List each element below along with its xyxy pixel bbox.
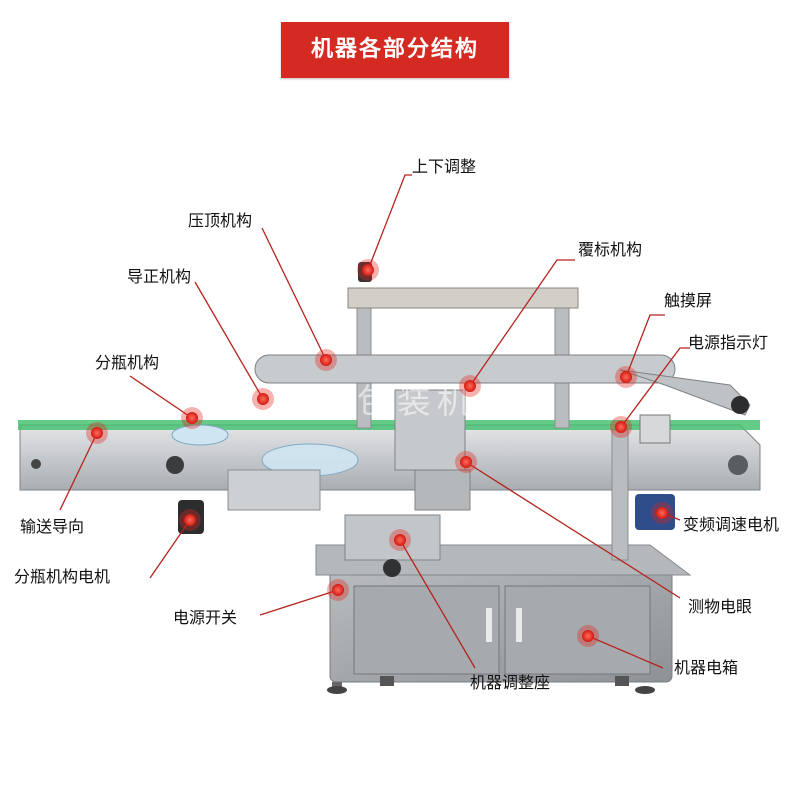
- marker-separator: [181, 407, 203, 429]
- label-up-down-adjust: 上下调整: [412, 157, 476, 176]
- label-object-sensor: 测物电眼: [688, 597, 752, 616]
- marker-conveyor: [86, 422, 108, 444]
- top-plate: [347, 287, 579, 309]
- marker-vfd: [651, 502, 673, 524]
- leader-top-press: [261, 227, 327, 361]
- leader-indicator: [620, 347, 690, 428]
- marker-base: [389, 529, 411, 551]
- label-top-press: 压顶机构: [188, 211, 252, 230]
- leader-sep-motor: [149, 519, 191, 579]
- leader-touch: [625, 314, 665, 378]
- marker-sep-motor: [179, 509, 201, 531]
- leader-box: [587, 635, 664, 669]
- marker-sensor: [455, 451, 477, 473]
- marker-guide: [252, 388, 274, 410]
- watermark: 武进区 浩毅润田包装机械厂: [60, 382, 557, 422]
- label-machine-base: 机器调整座: [470, 673, 550, 692]
- page-title: 机器各部分结构: [310, 37, 479, 62]
- marker-touch: [615, 366, 637, 388]
- leader-conveyor: [59, 432, 98, 511]
- machine-illustration: [18, 262, 761, 694]
- label-bottle-separator: 分瓶机构: [95, 353, 159, 372]
- marker-top-press: [315, 349, 337, 371]
- leader-up-down: [367, 174, 412, 271]
- leader-power-switch: [259, 589, 339, 616]
- leader-separator: [129, 375, 193, 419]
- markers: [86, 259, 673, 647]
- marker-box: [577, 625, 599, 647]
- label-separator-motor: 分瓶机构电机: [14, 567, 110, 586]
- leader-guide: [194, 281, 264, 400]
- marker-up-down: [357, 259, 379, 281]
- leader-sensor: [465, 461, 681, 599]
- marker-cover: [459, 375, 481, 397]
- labels: 上下调整 压顶机构 导正机构 分瓶机构 输送导向 分瓶机构电机 电源开关 覆标机…: [14, 157, 779, 692]
- label-electric-box: 机器电箱: [674, 658, 738, 677]
- leader-cover: [469, 259, 575, 387]
- label-touch-screen: 触摸屏: [664, 291, 712, 310]
- label-vfd-motor: 变频调速电机: [683, 515, 779, 534]
- label-cover-label: 覆标机构: [578, 240, 642, 259]
- marker-power-switch: [327, 579, 349, 601]
- marker-indicator: [610, 416, 632, 438]
- label-conveyor-guide: 输送导向: [20, 517, 84, 536]
- leader-lines: [59, 174, 690, 669]
- leader-base: [399, 539, 476, 669]
- title-banner: 机器各部分结构: [281, 22, 509, 78]
- label-power-indicator: 电源指示灯: [688, 333, 768, 352]
- label-guide-correct: 导正机构: [127, 267, 191, 286]
- label-power-switch: 电源开关: [173, 608, 237, 627]
